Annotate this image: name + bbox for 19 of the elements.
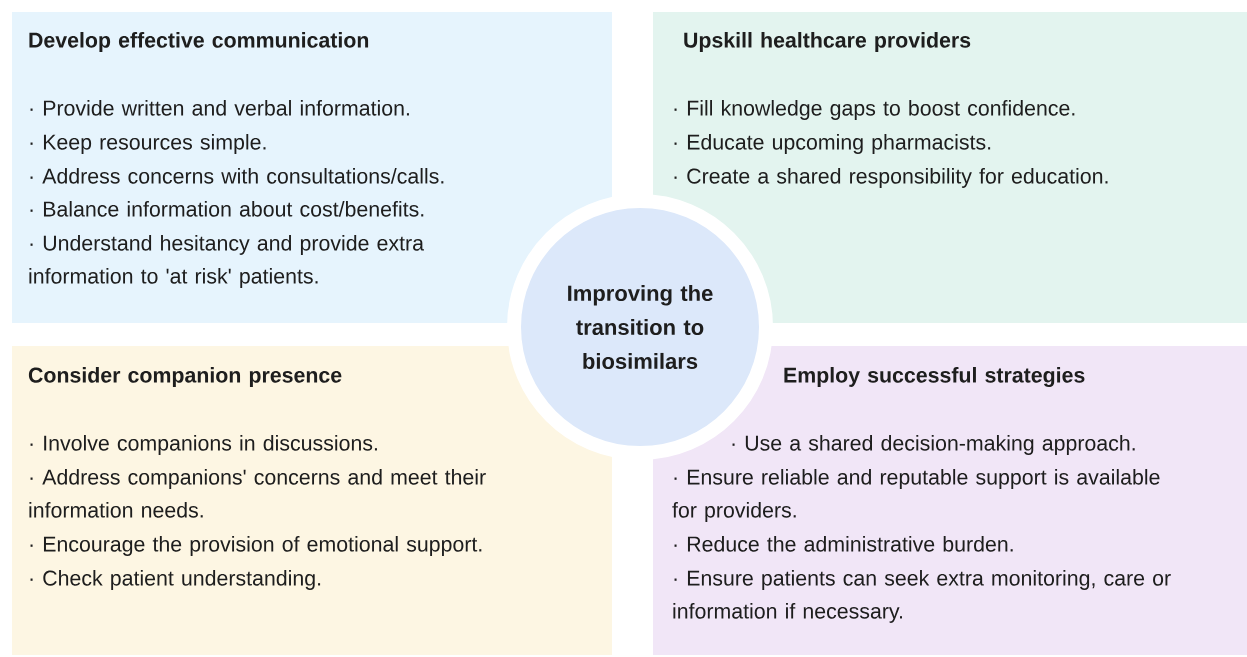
bullet-item: · Understand hesitancy and provide extra information to 'at risk' patients. bbox=[29, 235, 424, 288]
bullet-item: · Address companions' concerns and meet their information needs. bbox=[29, 469, 486, 518]
bullet-item: · Ensure patients can seek extra monitoring, care or information if necessary. bbox=[673, 570, 1171, 623]
bullet-item: · Check patient understanding. bbox=[30, 570, 321, 590]
bullet-item: · Address concerns with consultations/calls. bbox=[30, 168, 444, 184]
bullet-item: · Encourage the provision of emotional support. bbox=[30, 536, 482, 556]
bullet-item: · Keep resources simple. bbox=[30, 134, 266, 154]
heading: Develop effective communication bbox=[29, 32, 369, 52]
bullet-item: · Involve companions in discussions. bbox=[30, 435, 377, 455]
bullet-item: · Balance information about cost/benefits. bbox=[30, 201, 424, 217]
bullet-item: · Ensure reliable and reputable support is available for providers. bbox=[672, 469, 1160, 522]
bullet-item: · Provide written and verbal information. bbox=[30, 100, 409, 116]
bullet-item: · Create a shared responsibility for education. bbox=[674, 168, 1108, 188]
heading: Employ successful strategies bbox=[784, 367, 1085, 387]
bullet-item: · Educate upcoming pharmacists. bbox=[674, 134, 991, 154]
heading: Upskill healthcare providers bbox=[684, 32, 971, 52]
bullet-item: · Reduce the administrative burden. bbox=[674, 536, 1013, 552]
bullet-item: · Fill knowledge gaps to boost confidence. bbox=[674, 100, 1075, 120]
heading: Consider companion presence bbox=[28, 367, 342, 387]
